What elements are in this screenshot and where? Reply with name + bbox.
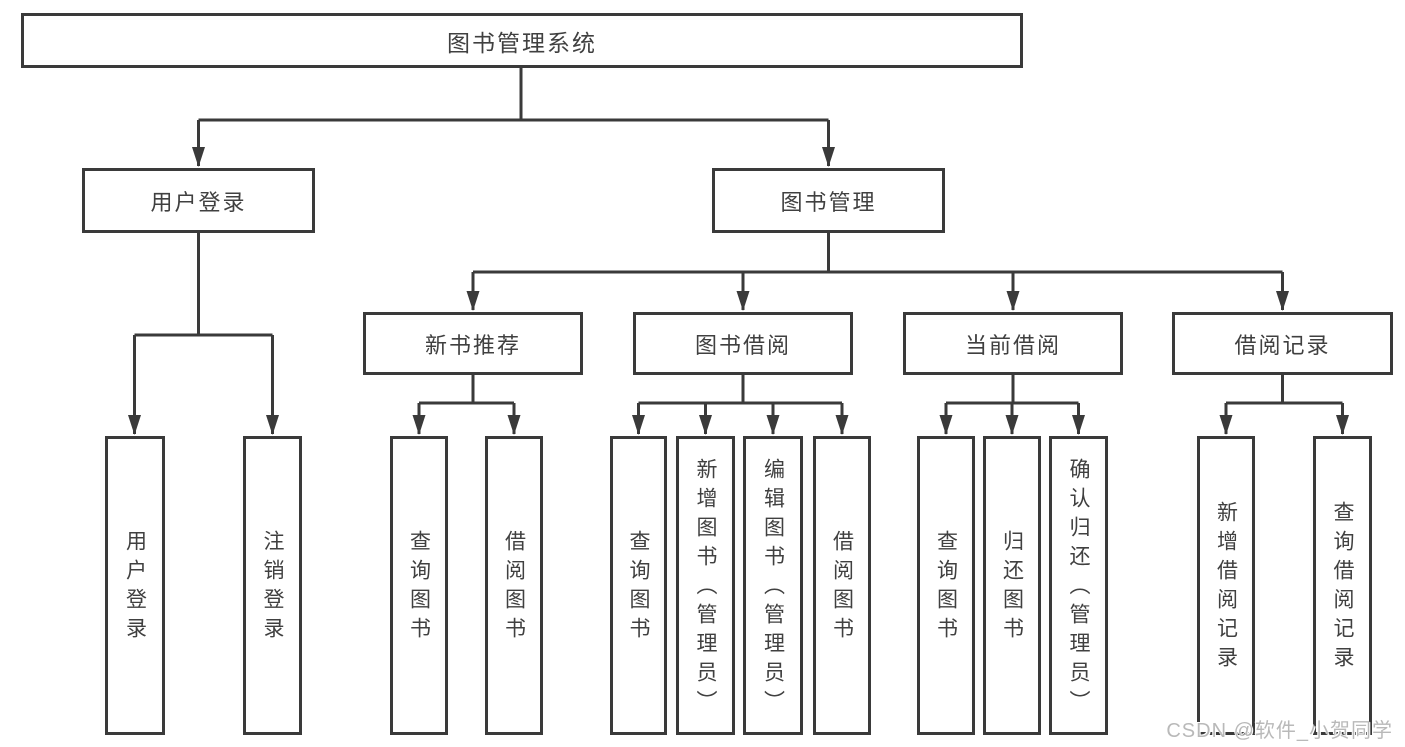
leaf-query-borrow-record: 查询借阅记录 bbox=[1313, 436, 1372, 735]
leaf-query-books-recommend: 查询图书 bbox=[390, 436, 448, 735]
leaf-query-books-borrow: 查询图书 bbox=[610, 436, 667, 735]
leaf-add-borrow-record: 新增借阅记录 bbox=[1197, 436, 1255, 735]
leaf-user-login: 用户登录 bbox=[105, 436, 165, 735]
leaf-confirm-return-admin: 确认归还（管理员） bbox=[1049, 436, 1108, 735]
leaf-borrow-books-label: 借阅图书 bbox=[830, 530, 854, 646]
node-user-login-module: 用户登录 bbox=[82, 168, 315, 233]
leaf-query-borrow-record-label: 查询借阅记录 bbox=[1331, 501, 1354, 675]
leaf-user-login-label: 用户登录 bbox=[123, 530, 147, 646]
leaf-borrow-books: 借阅图书 bbox=[813, 436, 871, 735]
node-new-book-recommend: 新书推荐 bbox=[363, 312, 583, 375]
node-borrow-records: 借阅记录 bbox=[1172, 312, 1393, 375]
leaf-edit-book-admin: 编辑图书（管理员） bbox=[743, 436, 803, 735]
leaf-query-books-current-label: 查询图书 bbox=[934, 530, 958, 646]
leaf-add-book-admin-label: 新增图书（管理员） bbox=[694, 457, 717, 719]
leaf-query-books-borrow-label: 查询图书 bbox=[627, 530, 650, 646]
leaf-confirm-return-admin-label: 确认归还（管理员） bbox=[1067, 457, 1090, 719]
leaf-add-book-admin: 新增图书（管理员） bbox=[676, 436, 735, 735]
leaf-add-borrow-record-label: 新增借阅记录 bbox=[1214, 501, 1238, 675]
leaf-borrow-books-recommend: 借阅图书 bbox=[485, 436, 543, 735]
node-current-borrow: 当前借阅 bbox=[903, 312, 1123, 375]
node-book-borrow: 图书借阅 bbox=[633, 312, 853, 375]
leaf-query-books-current: 查询图书 bbox=[917, 436, 975, 735]
leaf-return-books: 归还图书 bbox=[983, 436, 1041, 735]
leaf-logout: 注销登录 bbox=[243, 436, 302, 735]
leaf-return-books-label: 归还图书 bbox=[1000, 530, 1024, 646]
node-book-management-module: 图书管理 bbox=[712, 168, 945, 233]
leaf-query-books-recommend-label: 查询图书 bbox=[407, 530, 431, 646]
node-root-system: 图书管理系统 bbox=[21, 13, 1023, 68]
leaf-borrow-books-recommend-label: 借阅图书 bbox=[502, 530, 526, 646]
leaf-edit-book-admin-label: 编辑图书（管理员） bbox=[761, 457, 785, 719]
leaf-logout-label: 注销登录 bbox=[261, 530, 284, 646]
